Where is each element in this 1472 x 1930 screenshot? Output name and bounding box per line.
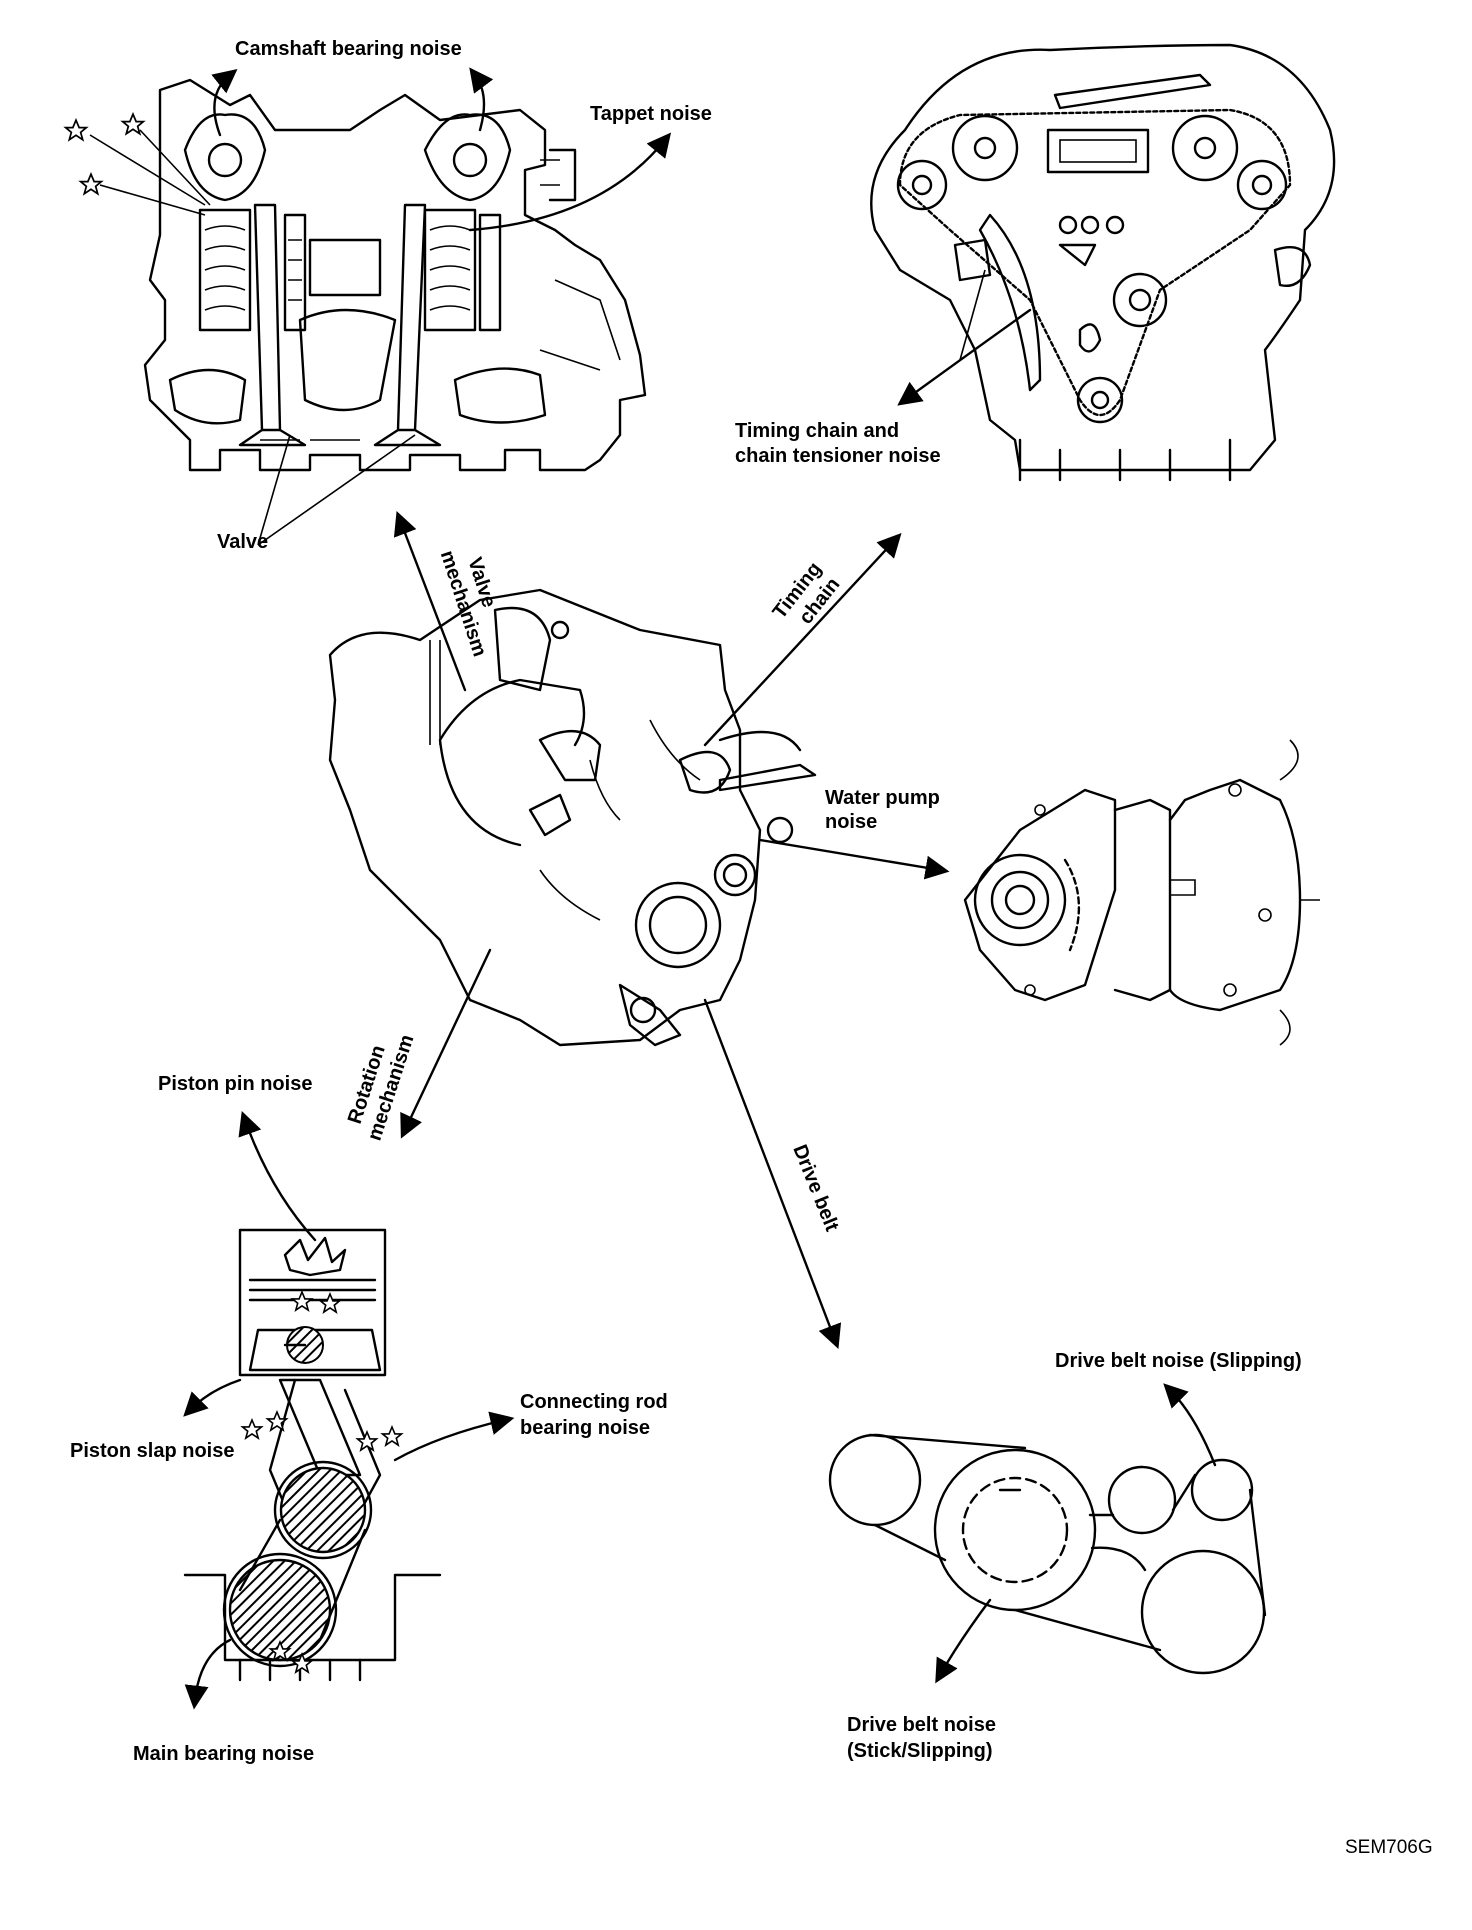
- star-marker-icon: [79, 173, 103, 195]
- arrow-icon: [238, 1110, 317, 1242]
- piston-pin-noise-label: Piston pin noise: [158, 1073, 312, 1095]
- arrow-icon: [393, 1411, 515, 1462]
- connecting-rod-bearing-noise-label: Connecting rod bearing noise: [520, 1391, 672, 1439]
- star-marker-icon: [381, 1426, 403, 1446]
- figure-code: SEM706G: [1345, 1837, 1433, 1858]
- arrow-icon: [183, 1378, 242, 1417]
- water-pump-noise-label: Water pump noise: [825, 787, 944, 833]
- drive-belt-arrow-label: Drive belt: [788, 1142, 843, 1235]
- star-marker-icon: [266, 1411, 288, 1431]
- arrow-icon: [935, 1598, 992, 1684]
- arrow-icon: [469, 67, 494, 132]
- arrow-icon: [184, 1638, 232, 1710]
- star-marker-icon: [319, 1293, 341, 1313]
- star-marker-icon: [241, 1419, 263, 1439]
- cylinder-head-illustration: [143, 78, 647, 472]
- star-marker-icon: [356, 1431, 378, 1451]
- explosion-icon: [283, 1236, 347, 1277]
- arrow-icon: [897, 308, 1032, 406]
- main-bearing-noise-label: Main bearing noise: [133, 1743, 314, 1765]
- piston-crank-illustration: [183, 1228, 442, 1682]
- timing-chain-illustration: [870, 43, 1336, 482]
- valve-label: Valve: [217, 531, 268, 553]
- timing-chain-arrow-label: Timing chain: [769, 554, 849, 638]
- star-marker-icon: [64, 119, 88, 141]
- arrow-icon: [1163, 1383, 1217, 1467]
- piston-slap-noise-label: Piston slap noise: [70, 1440, 234, 1462]
- drive-belt-noise-stick-label: Drive belt noise (Stick/Slipping): [847, 1714, 1000, 1762]
- arrow-icon: [468, 132, 672, 232]
- arrow-icon: [703, 998, 842, 1349]
- drive-belt-noise-slipping-label: Drive belt noise (Slipping): [1055, 1350, 1302, 1372]
- arrow-icon: [400, 948, 492, 1139]
- timing-chain-noise-label: Timing chain and chain tensioner noise: [735, 420, 941, 467]
- water-pump-illustration: [963, 739, 1320, 1046]
- arrow-icon: [393, 511, 467, 692]
- camshaft-bearing-noise-label: Camshaft bearing noise: [235, 38, 462, 60]
- drive-belt-illustration: [828, 1433, 1267, 1675]
- arrow-icon: [211, 68, 238, 137]
- arrow-icon: [703, 532, 902, 747]
- engine-assembly-illustration: [328, 588, 817, 1047]
- tappet-noise-label: Tappet noise: [590, 103, 712, 125]
- arrow-icon: [758, 838, 950, 880]
- star-marker-icon: [291, 1291, 313, 1311]
